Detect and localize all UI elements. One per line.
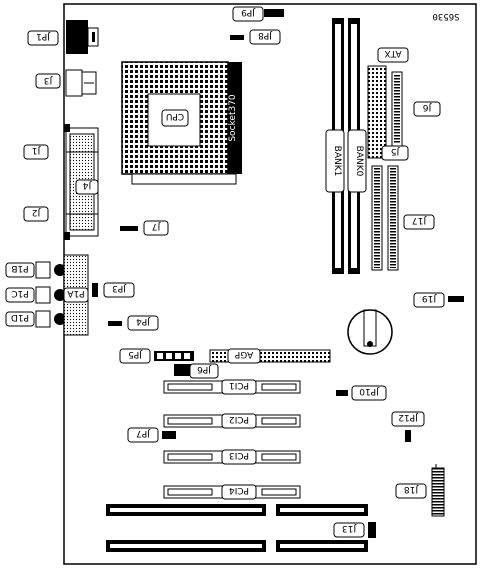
label-j5: J5	[381, 145, 409, 161]
label-j7: J7	[120, 220, 169, 236]
label-p1b: P1B	[5, 262, 35, 278]
atx-label: ATX	[384, 48, 401, 58]
label-jp1: JP1	[27, 30, 59, 46]
label-j5-text: J5	[391, 146, 400, 156]
label-jp7-text: JP7	[136, 428, 151, 438]
dimm-slots: BANK1 BANK0	[325, 18, 367, 274]
battery	[347, 309, 393, 355]
label-j18-text: J18	[404, 484, 419, 494]
label-jp8: JP8	[230, 29, 281, 45]
isa-slots	[106, 504, 368, 552]
cpu-socket: CPU Socket370	[121, 61, 242, 185]
bank0-label: BANK0	[354, 146, 364, 177]
label-jp9: JP9	[232, 6, 284, 22]
label-p1d-text: P1D	[11, 312, 29, 322]
label-j2: J2	[23, 206, 49, 222]
label-j3: J3	[35, 73, 61, 89]
label-jp12-text: JP12	[398, 412, 419, 422]
pci-slot-1: PCI1	[163, 379, 301, 395]
label-j1: J1	[23, 144, 49, 160]
label-p1c-text: P1C	[11, 288, 28, 298]
label-j1-text: J1	[32, 145, 41, 155]
connector-j6: J6	[391, 71, 441, 147]
label-j19: J19	[413, 292, 464, 308]
board-code-text: S6530	[432, 11, 459, 21]
agp-slot: AGP	[209, 348, 331, 364]
label-jp9-text: JP9	[241, 7, 256, 17]
label-jp3: JP3	[92, 282, 135, 298]
label-j18: J18	[395, 464, 445, 517]
label-j13-text: J13	[342, 523, 357, 533]
label-jp8-text: JP8	[258, 30, 273, 40]
label-p1c: P1C	[5, 287, 35, 303]
label-jp12: JP12	[391, 411, 425, 442]
label-jp1-text: JP1	[36, 31, 51, 41]
label-j3-text: J3	[44, 75, 53, 85]
label-jp4-text: JP4	[136, 316, 151, 326]
pci4-label: PCI4	[229, 485, 249, 495]
pci3-label: PCI3	[229, 450, 249, 460]
connector-jp1	[66, 20, 99, 54]
label-j13: J13	[333, 522, 376, 538]
pci1-label: PCI1	[229, 380, 249, 390]
label-jp5-text: JP5	[128, 349, 143, 359]
pci2-label: PCI2	[229, 414, 249, 424]
bank1-label: BANK1	[332, 146, 342, 177]
pci-slot-2: PCI2	[163, 413, 301, 429]
atx-power: ATX	[367, 47, 409, 159]
label-jp10-text: JP10	[359, 386, 380, 396]
label-p1d: P1D	[5, 311, 35, 327]
label-j7-text: J7	[152, 221, 161, 231]
board-code: S6530	[432, 11, 459, 21]
pci-slot-3: PCI3	[163, 449, 301, 465]
label-jp7: JP7	[127, 427, 176, 443]
label-jp6: JP6	[174, 363, 219, 379]
label-p1a: P1A	[63, 287, 89, 303]
label-p1a-text: P1A	[67, 288, 85, 298]
label-j19-text: J19	[422, 293, 437, 303]
label-j4: J4	[75, 179, 99, 195]
label-j4-text: J4	[83, 180, 93, 190]
connector-j17: J17	[371, 165, 435, 271]
label-jp10: JP10	[336, 385, 387, 401]
label-p1b-text: P1B	[11, 263, 28, 273]
label-jp4: JP4	[108, 315, 159, 331]
label-jp5: JP5	[119, 348, 194, 364]
pci-slot-4: PCI4	[163, 484, 301, 500]
label-jp6-text: JP6	[197, 364, 212, 374]
label-j17-text: J17	[412, 215, 427, 225]
agp-label: AGP	[234, 349, 253, 359]
cpu-label: CPU	[166, 111, 184, 121]
label-jp3-text: JP3	[112, 283, 127, 293]
label-j6-text: J6	[423, 102, 433, 112]
connector-j3	[65, 69, 97, 97]
label-j2-text: J2	[32, 207, 41, 217]
socket-label: Socket370	[228, 94, 238, 142]
